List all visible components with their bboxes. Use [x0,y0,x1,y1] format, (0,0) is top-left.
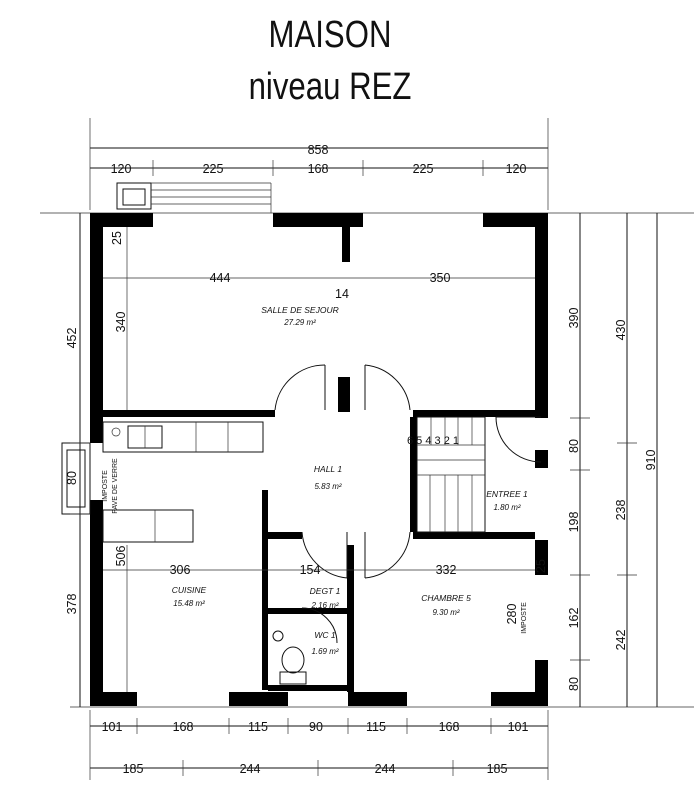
room-name-wc: WC 1 [314,630,336,640]
dim-wc-25: 25 [534,559,548,573]
interior-walls [103,227,535,692]
kitchen-counter [102,421,264,543]
left-dimensions: 452 80 378 [65,213,90,707]
room-name-cuisine: CUISINE [172,585,207,595]
room-area-degt: 2.16 m² [310,601,338,610]
dim-top-seg: 225 [203,162,224,176]
svg-text:162: 162 [567,608,581,629]
room-name-entree: ENTREE 1 [486,489,528,499]
plan-title: MAISON [268,14,392,56]
dim-inner-mid: 154 [300,563,321,577]
room-area-chambre: 9.30 m² [432,608,459,617]
svg-text:80: 80 [567,677,581,691]
dim-inner-top: 350 [430,271,451,285]
dim-inner-top: 444 [210,271,231,285]
svg-text:80: 80 [567,439,581,453]
dim-inner-left: 506 [114,546,128,567]
dim-inner-left: 25 [110,231,124,245]
svg-text:242: 242 [614,630,628,651]
room-name-hall: HALL 1 [314,464,342,474]
exterior-walls [61,213,548,706]
right-dimensions: 390 80 198 162 80 430 238 242 910 [567,213,658,707]
entrance-steps [116,182,272,213]
svg-text:244: 244 [375,762,396,776]
room-area-entree: 1.80 m² [493,503,520,512]
svg-text:90: 90 [309,720,323,734]
dim-top-total: 858 [308,143,329,157]
dim-inner-mid: 306 [170,563,191,577]
room-area-wc: 1.69 m² [311,647,338,656]
svg-text:115: 115 [248,720,268,734]
svg-text:185: 185 [123,762,144,776]
svg-text:452: 452 [65,328,79,349]
svg-text:101: 101 [508,720,529,734]
room-name-chambre: CHAMBRE 5 [421,593,471,603]
room-name-degt: DEGT 1 [310,586,341,596]
svg-text:101: 101 [102,720,123,734]
top-dimensions: 858 120 225 168 225 120 [89,118,549,210]
stair-steps: 6 5 4 3 2 1 [407,435,459,447]
staircase: 6 5 4 3 2 1 [407,416,486,533]
svg-text:168: 168 [439,720,460,734]
plan-subtitle: niveau REZ [248,66,412,108]
wc-fixtures [272,630,307,685]
svg-text:244: 244 [240,762,261,776]
svg-text:390: 390 [567,308,581,329]
svg-text:168: 168 [173,720,194,734]
svg-text:80: 80 [65,471,79,485]
dim-top-seg: 120 [506,162,527,176]
dim-top-seg: 168 [308,162,329,176]
room-number: 14 [335,287,349,301]
svg-text:185: 185 [487,762,508,776]
dim-inner-left: 340 [114,312,128,333]
svg-text:430: 430 [614,320,628,341]
imposte-label-right: IMPOSTE [521,602,528,634]
svg-text:238: 238 [614,500,628,521]
bottom-dimensions: 101 168 115 90 115 168 101 185 244 244 1… [89,710,549,780]
dim-inner-mid: 332 [436,563,457,577]
room-area-cuisine: 15.48 m² [173,599,205,608]
room-labels: 14 SALLE DE SEJOUR 27.29 m² HALL 1 5.83 … [102,287,528,656]
svg-text:198: 198 [567,512,581,533]
dim-top-seg: 120 [111,162,132,176]
pave-de-verre-label: PAVE DE VERRE [112,458,119,514]
svg-text:910: 910 [644,450,658,471]
svg-text:115: 115 [366,720,386,734]
door-swings [274,364,542,644]
svg-text:378: 378 [65,594,79,615]
room-area-hall: 5.83 m² [314,482,341,491]
room-name-sejour: SALLE DE SEJOUR [261,305,338,315]
dim-top-seg: 225 [413,162,434,176]
dim-chambre-280: 280 [505,604,519,625]
imposte-label: IMPOSTE [102,470,109,502]
room-area-sejour: 27.29 m² [283,318,316,327]
